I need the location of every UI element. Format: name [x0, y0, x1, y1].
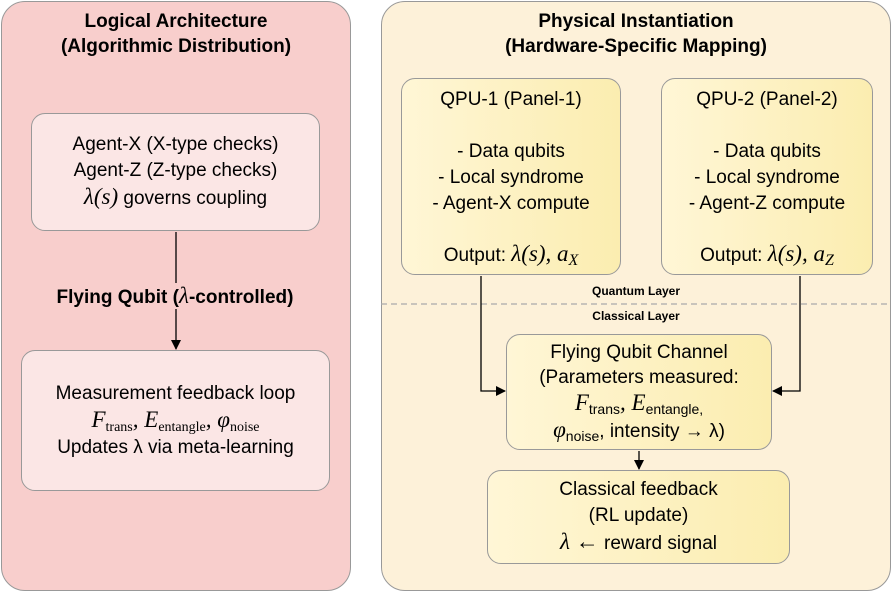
arrow-qpu1-to-channel: [480, 276, 506, 396]
logical-panel-title: Logical Architecture (Algorithmic Distri…: [60, 11, 292, 57]
qpu2-box: QPU-2 (Panel-2) - Data qubits - Local sy…: [661, 78, 873, 275]
classical-feedback-box: Classical feedback (RL update) λ ← rewar…: [487, 470, 790, 564]
agents-box: Agent-X (X-type checks) Agent-Z (Z-type …: [31, 113, 320, 231]
flying-qubit-label: Flying Qubit (λ-controlled): [56, 283, 294, 308]
qpu1-box: QPU-1 (Panel-1) - Data qubits - Local sy…: [401, 78, 621, 275]
arrow-qpu2-to-channel: [772, 276, 801, 396]
flying-qubit-channel-box: Flying Qubit Channel (Parameters measure…: [506, 334, 772, 450]
classical-layer-label: Classical Layer: [592, 309, 680, 323]
quantum-layer-label: Quantum Layer: [591, 284, 681, 298]
logical-architecture-panel: [1, 1, 351, 591]
physical-panel-title: Physical Instantiation (Hardware-Specifi…: [505, 11, 767, 57]
measurement-feedback-box: Measurement feedback loop Ftrans, Eentan…: [21, 350, 330, 491]
